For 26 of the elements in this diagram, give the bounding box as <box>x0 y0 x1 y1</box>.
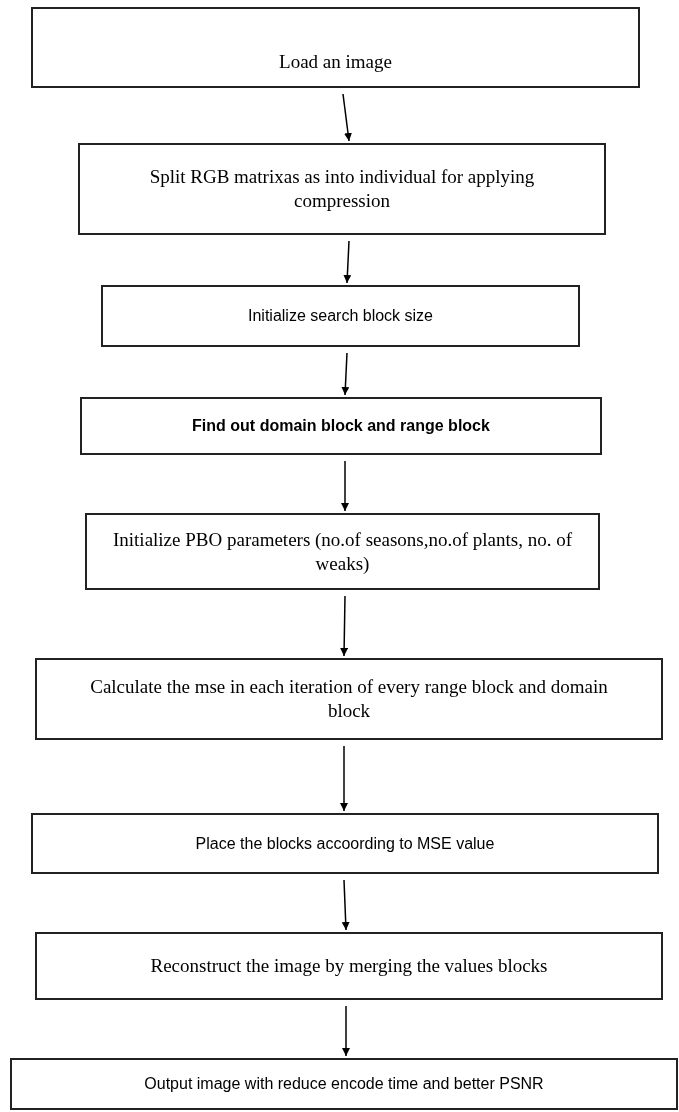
process-box <box>31 813 659 874</box>
process-box <box>35 932 663 1000</box>
step-text: Initialize PBO parameters (no.of seasons,no.of plants, no. of weaks) <box>111 527 574 576</box>
process-box <box>35 658 663 740</box>
arrow <box>340 745 348 812</box>
arrow <box>343 240 352 284</box>
arrow <box>340 595 349 657</box>
step-text: Initialize search block size <box>248 306 433 326</box>
step-text: Place the blocks accoording to MSE value <box>195 833 495 854</box>
process-box <box>78 143 606 235</box>
arrow <box>341 352 350 396</box>
arrow <box>342 93 352 142</box>
process-box <box>101 285 580 347</box>
step-text: Reconstruct the image by merging the values blocks <box>150 954 548 978</box>
step-text: Calculate the mse in each iteration of every range block and domain block <box>89 675 609 723</box>
arrow <box>342 1005 350 1057</box>
step-text: Find out domain block and range block <box>192 416 490 436</box>
step-text: Split RGB matrixas as into individual for applying compression <box>148 165 536 213</box>
process-box <box>31 7 640 88</box>
step-text: Load an image <box>279 50 392 74</box>
step-text: Output image with reduce encode time and better PSNR <box>144 1074 544 1094</box>
arrow <box>341 460 349 512</box>
arrow <box>341 879 350 931</box>
process-box <box>80 397 602 455</box>
process-box <box>10 1058 678 1110</box>
process-box <box>85 513 600 590</box>
